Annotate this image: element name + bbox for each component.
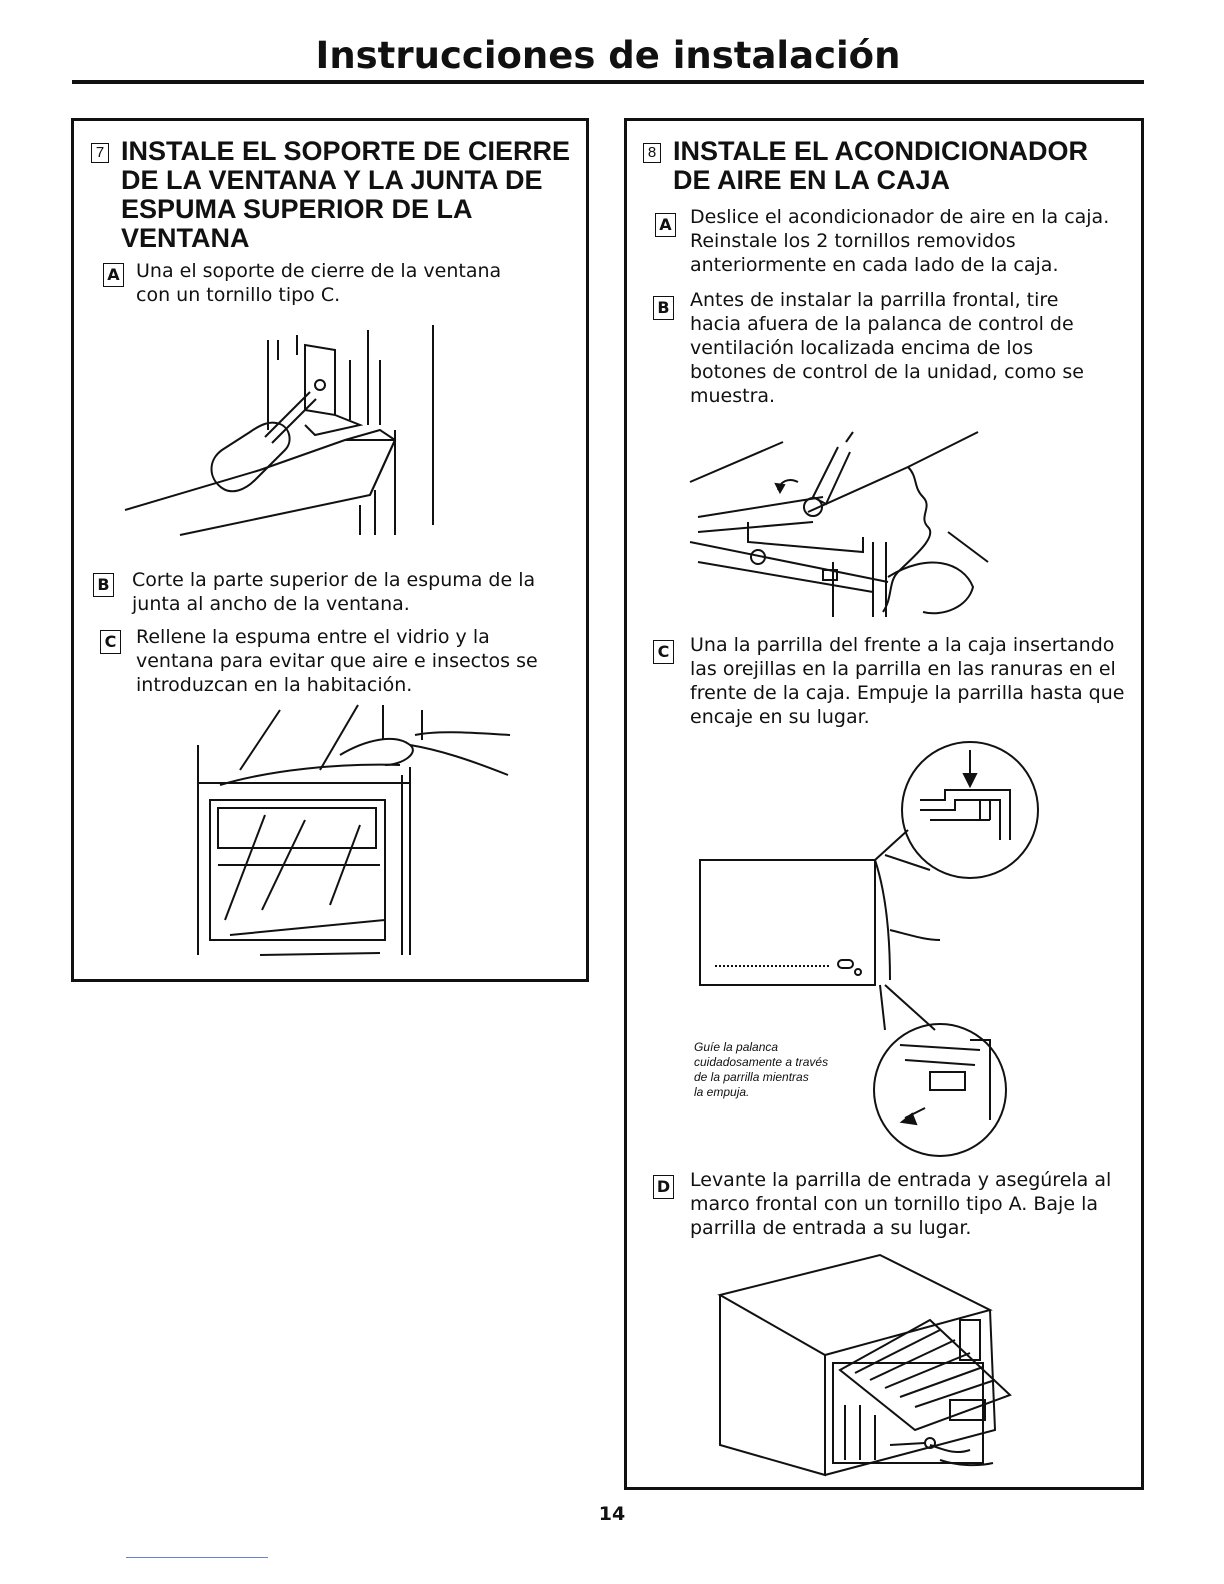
step-7a-label: A bbox=[103, 263, 124, 287]
text-line: encaje en su lugar. bbox=[690, 706, 870, 728]
page-number: 14 bbox=[598, 1503, 626, 1525]
text-line: frente de la caja. Empuje la parrilla ha… bbox=[690, 682, 1125, 704]
window-bracket-screwdriver-illustration bbox=[110, 320, 470, 545]
text-line: Deslice el acondicionador de aire en la … bbox=[690, 206, 1110, 228]
step-8a-text: Deslice el acondicionador de aire en la … bbox=[690, 205, 1130, 277]
step-7-title-line: DE LA VENTANA Y LA JUNTA DE bbox=[121, 165, 543, 195]
text-line: ventana para evitar que aire e insectos … bbox=[136, 650, 538, 672]
text-line: junta al ancho de la ventana. bbox=[132, 593, 410, 615]
vent-lever-illustration bbox=[688, 422, 988, 622]
step-8a-label: A bbox=[655, 213, 676, 237]
text-line: con un tornillo tipo C. bbox=[136, 284, 341, 306]
text-line: parrilla de entrada a su lugar. bbox=[690, 1217, 972, 1239]
step-7-panel bbox=[71, 118, 589, 982]
step-8-number-box: 8 bbox=[643, 143, 661, 163]
text-line: muestra. bbox=[690, 385, 776, 407]
text-line: Levante la parrilla de entrada y asegúre… bbox=[690, 1169, 1112, 1191]
text-line: las orejillas en la parrilla en las ranu… bbox=[690, 658, 1116, 680]
step-7-title: INSTALE EL SOPORTE DE CIERRE DE LA VENTA… bbox=[121, 137, 581, 253]
text-line: Reinstale los 2 tornillos removidos bbox=[690, 230, 1016, 252]
step-8b-label: B bbox=[653, 296, 674, 320]
step-7-title-line: VENTANA bbox=[121, 223, 250, 253]
title-rule bbox=[72, 80, 1144, 84]
step-7b-text: Corte la parte superior de la espuma de … bbox=[132, 568, 577, 616]
step-7c-label: C bbox=[100, 630, 121, 654]
step-7b-label: B bbox=[93, 573, 114, 597]
text-line: Corte la parte superior de la espuma de … bbox=[132, 569, 536, 591]
text-line: hacia afuera de la palanca de control de bbox=[690, 313, 1074, 335]
text-line: introduzcan en la habitación. bbox=[136, 674, 413, 696]
front-grille-attach-illustration bbox=[690, 740, 1050, 1170]
step-8-title-line: DE AIRE EN LA CAJA bbox=[673, 165, 951, 195]
step-8c-text: Una la parrilla del frente a la caja ins… bbox=[690, 633, 1130, 729]
step-8d-text: Levante la parrilla de entrada y asegúre… bbox=[690, 1168, 1130, 1240]
text-line: Una el soporte de cierre de la ventana bbox=[136, 260, 502, 282]
lever-guide-caption: Guíe la palanca cuidadosamente a través … bbox=[694, 1040, 869, 1100]
text-line: marco frontal con un tornillo tipo A. Ba… bbox=[690, 1193, 1098, 1215]
step-8-title: INSTALE EL ACONDICIONADOR DE AIRE EN LA … bbox=[673, 137, 1133, 195]
step-7-number-box: 7 bbox=[91, 143, 109, 163]
foam-fill-window-illustration bbox=[190, 705, 520, 965]
step-8c-label: C bbox=[653, 640, 674, 664]
step-7-title-line: INSTALE EL SOPORTE DE CIERRE bbox=[121, 136, 571, 166]
text-line: anteriormente en cada lado de la caja. bbox=[690, 254, 1059, 276]
caption-line: la empuja. bbox=[694, 1085, 750, 1099]
caption-line: cuidadosamente a través bbox=[694, 1055, 829, 1069]
bottom-link-line bbox=[126, 1557, 268, 1558]
step-7a-text: Una el soporte de cierre de la ventana c… bbox=[136, 259, 576, 307]
text-line: Antes de instalar la parrilla frontal, t… bbox=[690, 289, 1059, 311]
text-line: ventilación localizada encima de los bbox=[690, 337, 1034, 359]
step-8d-label: D bbox=[653, 1175, 674, 1199]
step-8-panel bbox=[624, 118, 1144, 1490]
text-line: Rellene la espuma entre el vidrio y la bbox=[136, 626, 490, 648]
text-line: botones de control de la unidad, como se bbox=[690, 361, 1084, 383]
step-7-title-line: ESPUMA SUPERIOR DE LA bbox=[121, 194, 473, 224]
step-7c-text: Rellene la espuma entre el vidrio y la v… bbox=[136, 625, 581, 697]
page-title: Instrucciones de instalación bbox=[315, 34, 901, 77]
caption-line: Guíe la palanca bbox=[694, 1040, 779, 1054]
inlet-grille-illustration bbox=[715, 1255, 1015, 1480]
caption-line: de la parrilla mientras bbox=[694, 1070, 809, 1084]
step-8-title-line: INSTALE EL ACONDICIONADOR bbox=[673, 136, 1089, 166]
text-line: Una la parrilla del frente a la caja ins… bbox=[690, 634, 1115, 656]
step-8b-text: Antes de instalar la parrilla frontal, t… bbox=[690, 288, 1130, 408]
